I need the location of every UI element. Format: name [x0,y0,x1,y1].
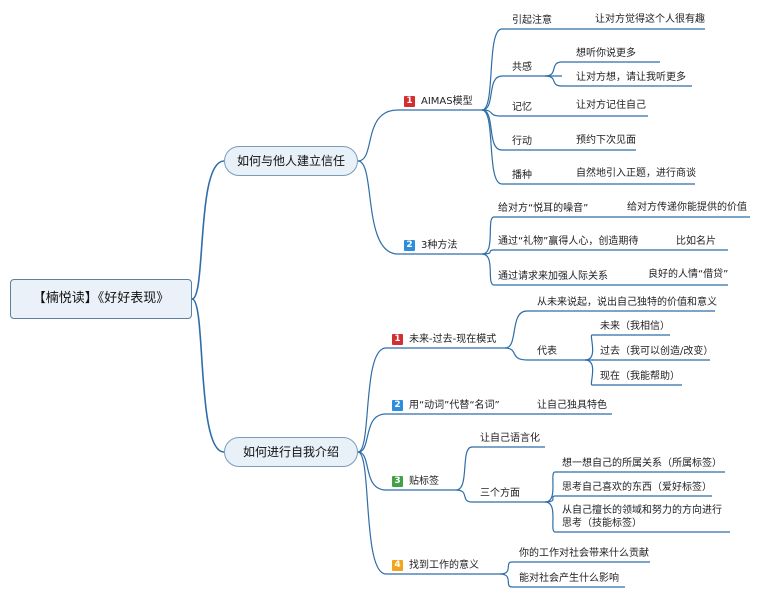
connector-line [481,28,503,111]
connector-line [504,310,528,349]
topic-empathy-detail[interactable]: 想听你说更多 [576,48,636,59]
topic-sow[interactable]: 播种 [512,170,532,181]
number-badge: 3 [392,476,403,487]
connector-line [481,75,503,111]
connector-line [544,495,556,503]
subtopic-work-meaning[interactable]: 4 找到工作的意义 [392,560,479,572]
topic-attention[interactable]: 引起注意 [512,15,552,26]
topic-hobby-label[interactable]: 思考自己喜欢的东西（爱好标签） [562,482,712,493]
connector-line [191,160,225,300]
branch-self-intro[interactable]: 如何进行自我介绍 [224,437,358,467]
topic-verbalize[interactable]: 让自己语言化 [480,433,540,444]
subtopic-label: AIMAS模型 [421,96,473,107]
topic-represent-present[interactable]: 现在（我能帮助） [600,371,680,382]
connector-line [455,489,473,503]
connector-line [499,561,513,575]
connector-line [357,413,387,453]
topic-attention-detail[interactable]: 让对方觉得这个人很有趣 [595,14,705,25]
branch-build-trust[interactable]: 如何与他人建立信任 [224,146,358,176]
number-badge: 4 [392,560,403,571]
subtopic-future-past-present[interactable]: 1 未来-过去-现在模式 [392,334,496,346]
topic-represent-future[interactable]: 未来（我相信） [600,321,670,332]
number-badge: 1 [404,96,415,107]
number-badge: 1 [392,334,403,345]
topic-start-from-future[interactable]: 从未来说起，说出自己独特的价值和意义 [537,297,717,308]
subtopic-three-methods[interactable]: 2 3种方法 [404,240,457,252]
topic-memory-detail[interactable]: 让对方记住自己 [576,100,646,111]
root-topic[interactable]: 【楠悦读】《好好表现》 [10,279,192,319]
connector-line [481,216,495,255]
connector-line [544,501,556,533]
method-request[interactable]: 通过请求来加强人际关系 [498,271,608,282]
topic-empathy[interactable]: 共感 [512,62,532,73]
number-badge: 2 [392,400,403,411]
subtopic-label: 3种方法 [421,240,458,251]
topic-action-detail[interactable]: 预约下次见面 [576,135,636,146]
topic-sow-detail[interactable]: 自然地引入正题，进行商谈 [576,168,696,179]
method-gift-detail[interactable]: 比如名片 [676,236,716,247]
topic-influence[interactable]: 能对社会产生什么影响 [519,573,619,584]
connector-line [584,334,594,361]
connector-line [481,253,495,286]
connector-line [357,451,387,575]
connector-line [544,471,556,503]
subtopic-label: 用“动词”代替“名词” [409,400,500,411]
connector-line [499,573,513,588]
topic-action[interactable]: 行动 [512,136,532,147]
topic-skill-label[interactable]: 从自己擅长的领域和努力的方向进行思考（技能标签） [562,505,722,529]
topic-belong-label[interactable]: 想一想自己的所属关系（所属标签） [562,458,722,469]
topic-represent-past[interactable]: 过去（我可以创造/改变） [600,346,714,357]
method-gift[interactable]: 通过“礼物”赢得人心，创造期待 [498,236,639,247]
subtopic-label: 找到工作的意义 [409,560,479,571]
method-request-detail[interactable]: 良好的人情“借贷” [648,269,729,280]
connector-line [357,160,399,255]
method-pleasant-noise[interactable]: 给对方“悦耳的噪音” [498,203,589,214]
subtopic-aimas[interactable]: 1 AIMAS模型 [404,96,473,108]
topic-contribution[interactable]: 你的工作对社会带来什么贡献 [519,548,649,559]
connector-line [357,451,387,491]
subtopic-label: 未来-过去-现在模式 [409,334,497,345]
connector-line [191,298,225,453]
subtopic-verb-not-noun[interactable]: 2 用“动词”代替“名词” [392,400,500,412]
connector-line [481,109,503,185]
topic-unique[interactable]: 让自己独具特色 [537,400,607,411]
connector-line [544,61,563,77]
connector-line [504,347,528,361]
connector-line [584,359,594,386]
method-pleasant-noise-detail[interactable]: 给对方传递你能提供的价值 [627,202,747,213]
topic-represent[interactable]: 代表 [537,346,557,357]
connector-line [544,75,563,87]
topic-empathy-detail[interactable]: 让对方想，请让我听更多 [576,72,686,83]
subtopic-label: 贴标签 [409,476,439,487]
connector-line [455,446,473,491]
connector-line [357,347,387,453]
topic-three-aspects[interactable]: 三个方面 [480,488,520,499]
topic-memory[interactable]: 记忆 [512,102,532,113]
number-badge: 2 [404,240,415,251]
subtopic-labels[interactable]: 3 贴标签 [392,476,439,488]
connector-line [357,109,399,162]
